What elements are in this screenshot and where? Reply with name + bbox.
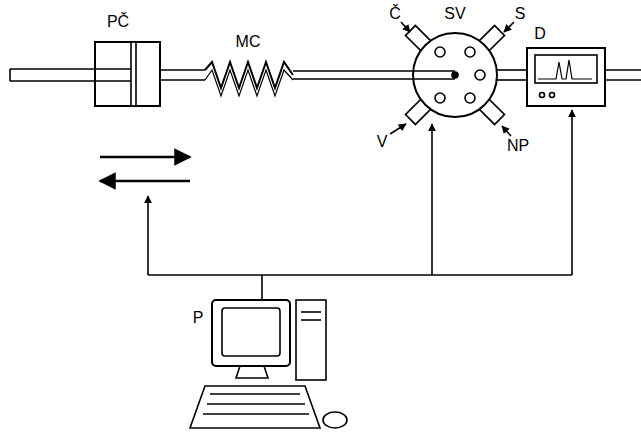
part-label: V bbox=[377, 134, 388, 150]
part-label: P bbox=[193, 310, 204, 326]
part-label: PČ bbox=[107, 14, 129, 30]
part-label: Č bbox=[389, 6, 401, 22]
part-label: S bbox=[515, 6, 526, 22]
part-label: SV bbox=[444, 6, 465, 22]
part-label: NP bbox=[507, 138, 529, 154]
part-label: D bbox=[534, 26, 546, 42]
part-label: MC bbox=[236, 34, 261, 50]
